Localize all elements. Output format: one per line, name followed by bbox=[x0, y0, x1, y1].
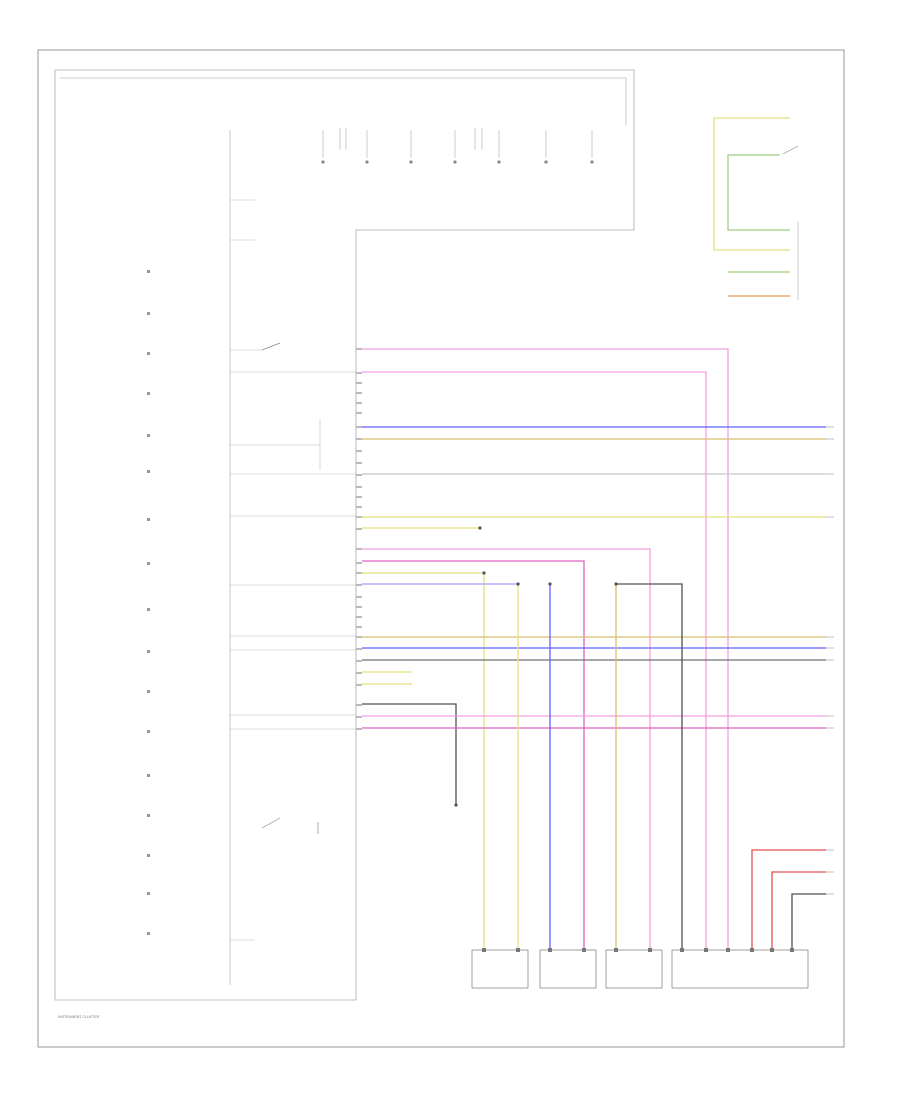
upper-right-wiring bbox=[713, 117, 799, 300]
left-indicator-markers bbox=[147, 270, 150, 935]
sensor-box-2 bbox=[539, 949, 597, 989]
sensor-pins bbox=[482, 948, 794, 952]
top-indicator-lamps bbox=[321, 128, 594, 164]
sensor-box-1 bbox=[471, 949, 529, 989]
wire-pink-2 bbox=[362, 371, 707, 950]
wire-pink-1 bbox=[362, 348, 729, 950]
wire-black-2 bbox=[362, 703, 457, 805]
junction-dots bbox=[454, 526, 618, 807]
sensor-drop-wires bbox=[517, 583, 826, 950]
bottom-sensors bbox=[471, 949, 809, 989]
switch-symbols bbox=[261, 145, 799, 834]
right-edge-connectors bbox=[826, 426, 834, 895]
cluster-boundary bbox=[54, 69, 635, 1001]
module-caption: INSTRUMENT CLUSTER bbox=[58, 1015, 100, 1019]
wire-pink-3 bbox=[362, 548, 651, 950]
wire-yellow-3 bbox=[362, 572, 485, 950]
wire-magenta-1 bbox=[362, 560, 585, 950]
page-border bbox=[37, 49, 845, 1048]
horizontal-wires bbox=[362, 348, 826, 950]
fuel-pump-module-box bbox=[671, 949, 809, 989]
sensor-box-3 bbox=[605, 949, 663, 989]
connector-pins bbox=[356, 348, 362, 730]
cluster-branch-lines bbox=[230, 199, 356, 941]
